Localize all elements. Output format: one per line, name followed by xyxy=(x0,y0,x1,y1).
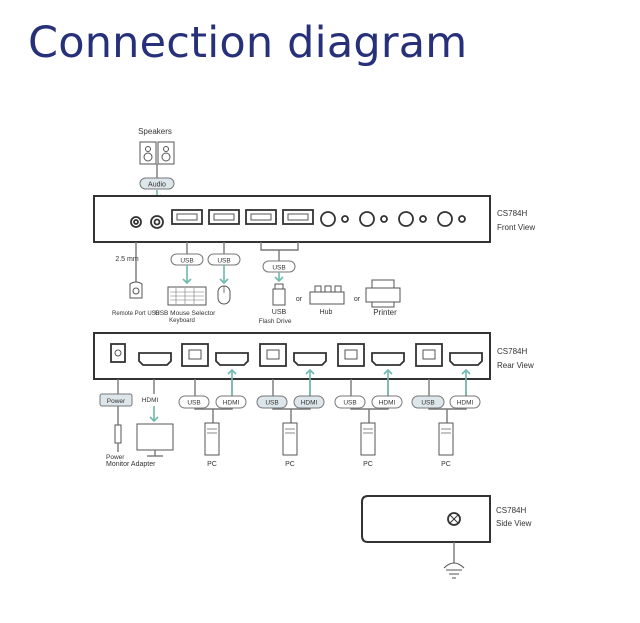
front-ports xyxy=(130,209,466,229)
pc2-tower-icon xyxy=(282,422,298,456)
page-title: Connection diagram xyxy=(28,18,468,68)
speakers-label: Speakers xyxy=(138,127,172,136)
svg-text:HDMI: HDMI xyxy=(301,400,318,407)
pc1-usb-pill: USB xyxy=(178,395,210,409)
pc2-hdmi-pill: HDMI xyxy=(293,395,325,409)
usb-pill-keyboard: USB xyxy=(170,253,204,266)
svg-text:Power: Power xyxy=(107,398,126,405)
hub-label: Hub xyxy=(320,309,333,316)
pc1-tower-icon xyxy=(204,422,220,456)
keyboard-label: Keyboard xyxy=(169,318,195,324)
speakers-icon xyxy=(139,141,175,165)
rear-view-label: Rear View xyxy=(497,361,534,370)
svg-text:Audio: Audio xyxy=(148,182,166,189)
front-model: CS784H xyxy=(497,209,527,218)
or-label-2: or xyxy=(354,296,361,303)
svg-text:USB: USB xyxy=(180,258,193,265)
pc4-usb-pill: USB xyxy=(411,395,445,409)
printer-icon xyxy=(365,279,401,308)
svg-text:HDMI: HDMI xyxy=(379,400,396,407)
svg-text:USB: USB xyxy=(343,400,356,407)
keyboard-icon xyxy=(167,286,207,306)
printer-label: Printer xyxy=(373,308,397,317)
power-pill: Power xyxy=(99,393,133,407)
usb-pill-peripherals: USB xyxy=(262,260,296,273)
hub-icon xyxy=(309,285,345,305)
rear-power-port xyxy=(110,343,126,363)
pc4-tower-icon xyxy=(438,422,454,456)
flash-usb-label: USB xyxy=(272,309,287,316)
flash-drive-icon xyxy=(272,283,286,306)
side-panel xyxy=(361,495,491,543)
pc2-label: PC xyxy=(285,461,295,468)
monitor-icon xyxy=(136,423,174,457)
svg-text:USB: USB xyxy=(187,400,200,407)
svg-text:HDMI: HDMI xyxy=(457,400,474,407)
pc-port-groups xyxy=(181,343,483,367)
rear-model: CS784H xyxy=(497,347,527,356)
jack-label: 2.5 mm xyxy=(115,256,139,263)
side-view-label: Side View xyxy=(496,519,532,528)
monitor-adapter-label: Monitor Adapter xyxy=(106,461,156,468)
pc4-label: PC xyxy=(441,461,451,468)
svg-text:USB: USB xyxy=(272,265,285,272)
ground-icon xyxy=(443,562,465,579)
svg-text:HDMI: HDMI xyxy=(223,400,240,407)
svg-text:USB: USB xyxy=(217,258,230,265)
remote-port-label: Remote Port USB xyxy=(112,311,160,317)
side-model: CS784H xyxy=(496,506,526,515)
rear-hdmi-label: HDMI xyxy=(142,397,159,404)
svg-text:USB: USB xyxy=(421,400,434,407)
usb-pill-mouse: USB xyxy=(207,253,241,266)
pc3-label: PC xyxy=(363,461,373,468)
svg-text:USB: USB xyxy=(265,400,278,407)
pc3-usb-pill: USB xyxy=(334,395,366,409)
pc1-hdmi-pill: HDMI xyxy=(215,395,247,409)
pc2-usb-pill: USB xyxy=(256,395,288,409)
or-label-1: or xyxy=(296,296,303,303)
pc3-hdmi-pill: HDMI xyxy=(371,395,403,409)
mouse-icon xyxy=(217,285,231,305)
pc1-label: PC xyxy=(207,461,217,468)
power-adapter-icon xyxy=(114,424,122,452)
remote-port-icon xyxy=(129,281,143,299)
power-adapter-label: Power xyxy=(106,454,125,461)
pc3-tower-icon xyxy=(360,422,376,456)
rear-upload-arrows xyxy=(227,368,471,395)
ground-screw-icon xyxy=(447,512,461,526)
audio-pill: Audio xyxy=(139,177,175,190)
front-view-label: Front View xyxy=(497,223,535,232)
flash-drive-label: Flash Drive xyxy=(259,318,292,325)
mouse-keyboard-label: USB Mouse Selector xyxy=(155,310,216,317)
rear-hdmi-port xyxy=(138,352,172,366)
pc4-hdmi-pill: HDMI xyxy=(449,395,481,409)
